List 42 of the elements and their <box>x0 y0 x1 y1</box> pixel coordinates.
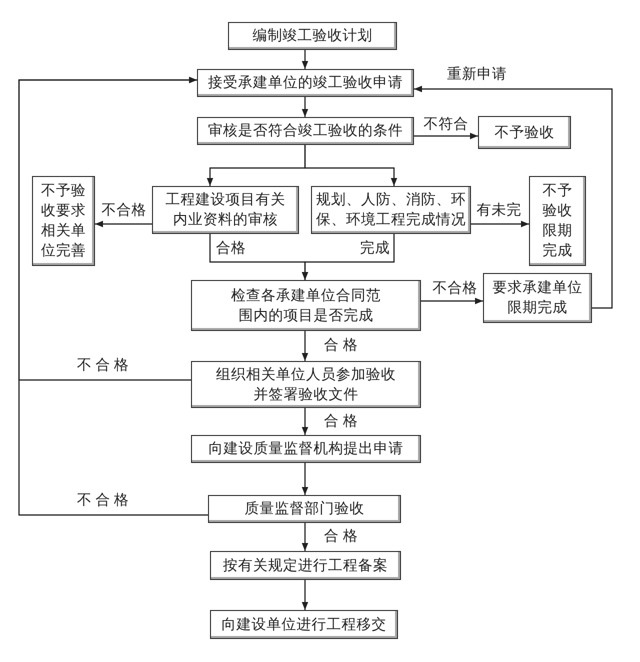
process-box: 要求承建单位限期完成 <box>483 273 592 323</box>
edge-label: 不 合 格 <box>76 492 130 510</box>
process-box: 规划、人防、消防、环保、环境工程完成情况 <box>311 186 471 234</box>
arrow <box>302 580 308 610</box>
arrow <box>471 220 529 228</box>
process-box: 质量监督部门验收 <box>208 495 401 523</box>
arrow <box>421 298 483 304</box>
arrow <box>302 234 395 280</box>
process-box: 接受承建单位的竣工验收申请 <box>197 69 414 97</box>
process-box: 不予验收 <box>478 116 571 149</box>
arrow <box>302 97 308 117</box>
arrow <box>18 76 208 516</box>
edge-label: 合格 <box>216 240 246 258</box>
arrow <box>414 132 478 140</box>
arrow <box>302 463 308 495</box>
process-box: 不予验收要求相关单位完善 <box>32 176 95 266</box>
process-box: 不予验收限期完成 <box>529 176 586 266</box>
edge-label: 不合格 <box>432 280 478 298</box>
edge-label: 重新申请 <box>447 66 507 84</box>
edge-label: 合 格 <box>324 414 358 430</box>
process-box: 组织相关单位人员参加验收并签署验收文件 <box>191 361 421 408</box>
arrow <box>414 86 613 309</box>
arrow <box>95 220 152 228</box>
process-box: 按有关规定进行工程备案 <box>210 551 401 580</box>
edge-label: 合 格 <box>324 338 358 354</box>
process-box: 编制竣工验收计划 <box>228 22 397 50</box>
arrow <box>302 50 308 69</box>
process-box: 工程建设项目有关内业资料的审核 <box>152 186 299 234</box>
arrow <box>302 408 308 435</box>
arrow <box>302 523 308 551</box>
arrow <box>304 145 398 186</box>
process-box: 审核是否符合竣工验收的条件 <box>197 117 414 145</box>
edge-label: 不符合 <box>424 116 468 134</box>
process-box: 向建设单位进行工程移交 <box>210 610 398 639</box>
arrow <box>302 331 308 361</box>
edge-label: 不 合 格 <box>76 358 130 374</box>
edge-label: 完成 <box>360 240 390 258</box>
edge-label: 有未完 <box>476 202 522 220</box>
process-box: 向建设质量监督机构提出申请 <box>191 435 421 463</box>
edge-label: 合 格 <box>324 528 358 546</box>
process-box: 检查各承建单位合同范围内的项目是否完成 <box>191 280 421 331</box>
edge-label: 不合格 <box>102 202 146 220</box>
